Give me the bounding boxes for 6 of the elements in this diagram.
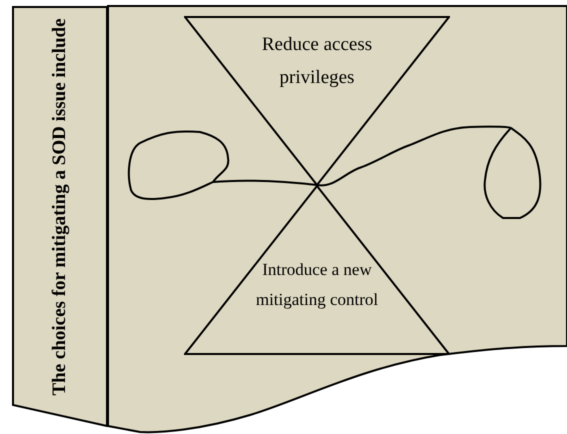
triangle-shape bbox=[184, 185, 450, 355]
side-panel bbox=[12, 6, 108, 427]
triangle-label: Introduce a new mitigating control bbox=[254, 259, 380, 311]
triangle-label: Reduce access privileges bbox=[260, 33, 374, 90]
panel-title: The choices for mitigating a SOD issue include bbox=[48, 16, 71, 396]
triangle-shape bbox=[184, 16, 450, 186]
